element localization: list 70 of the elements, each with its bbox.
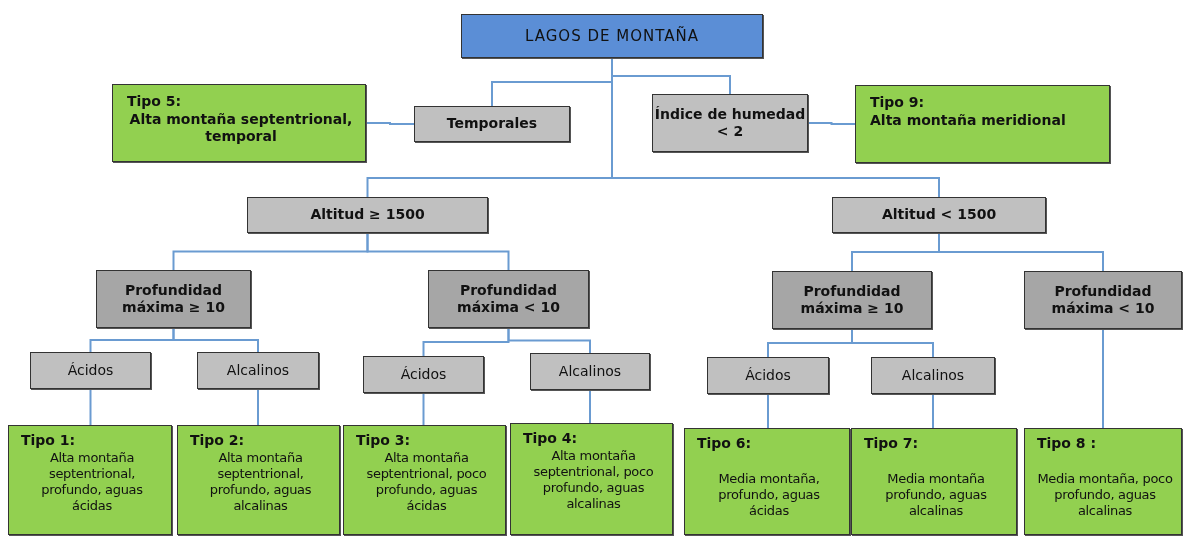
lake-type-box [684,428,850,535]
node-label: Ácidos [67,361,114,380]
connector-line [807,122,856,125]
decision-box [363,356,484,393]
type-description: Alta montaña septentrional, temporal [128,110,354,146]
decision-box [428,270,589,328]
node-label: Alcalinos [558,362,622,381]
node-label: Profundidad máxima < 10 [1050,282,1156,318]
connector-line [257,388,259,426]
node-label: Alcalinos [901,366,965,385]
type-heading: Tipo 5: [127,93,183,111]
node-label: Ácidos [400,365,447,384]
type-description: Alta montaña meridional [870,111,1067,129]
type-heading: Tipo 3: [356,432,412,450]
decision-box [652,94,808,152]
decision-box [832,197,1046,233]
type-heading: Tipo 7: [864,435,920,453]
connector-line [507,327,591,354]
decision-box [707,357,829,394]
type-heading: Tipo 8 : [1037,435,1098,453]
connector-line [89,388,92,426]
node-label: Profundidad máxima ≥ 10 [121,281,226,317]
lake-type-box [510,423,673,535]
type-description: Media montaña, poco profundo, aguas alcalinas [1037,470,1173,520]
connector-line [938,232,1104,272]
node-label: LAGOS DE MONTAÑA [525,26,699,46]
lake-type-box [1024,428,1182,535]
connector-line [1102,328,1104,429]
type-heading: Tipo 9: [870,94,926,112]
node-label: Temporales [446,115,538,133]
decision-box [197,352,319,389]
type-description: Alta montaña septentrional, poco profundo, aguas alcalinas [532,447,655,513]
decision-box [30,352,151,389]
title-box [461,14,763,58]
decision-box [1024,271,1182,329]
connector-line [172,327,259,353]
decision-box [247,197,488,233]
node-label: Altitud ≥ 1500 [310,206,425,224]
type-heading: Tipo 1: [21,432,77,450]
type-heading: Tipo 2: [190,432,246,450]
connector-line [422,392,425,426]
node-label: Ácidos [745,366,791,385]
node-label: Altitud < 1500 [881,206,997,224]
connector-line [365,122,415,125]
lake-type-box [851,428,1017,535]
decision-box [414,106,570,142]
lake-type-box [112,84,366,162]
type-heading: Tipo 6: [697,435,753,453]
connector-line [589,389,591,424]
connector-line [932,393,934,429]
lake-type-box [343,425,506,535]
lake-type-box [8,425,172,535]
connector-line [366,232,510,271]
node-label: Profundidad máxima < 10 [456,281,561,317]
decision-box [871,357,995,394]
type-description: Alta montaña septentrional, profundo, aguas alcalinas [208,449,313,515]
decision-box [772,271,932,329]
type-description: Media montaña profundo, aguas alcalinas [884,470,988,520]
type-heading: Tipo 4: [523,430,579,448]
decision-box [530,353,650,390]
node-label: Índice de humedad < 2 [653,105,807,141]
node-label: Profundidad máxima ≥ 10 [799,282,905,318]
node-label: Alcalinos [226,361,290,380]
connector-line [767,393,769,429]
lake-type-box [855,85,1110,163]
type-description: Alta montaña septentrional, profundo, aguas ácidas [40,449,144,515]
lake-type-box [177,425,340,535]
decision-box [96,270,251,328]
type-description: Media montaña, profundo, aguas ácidas [717,470,821,520]
type-description: Alta montaña septentrional, poco profundo, aguas ácidas [365,449,488,515]
